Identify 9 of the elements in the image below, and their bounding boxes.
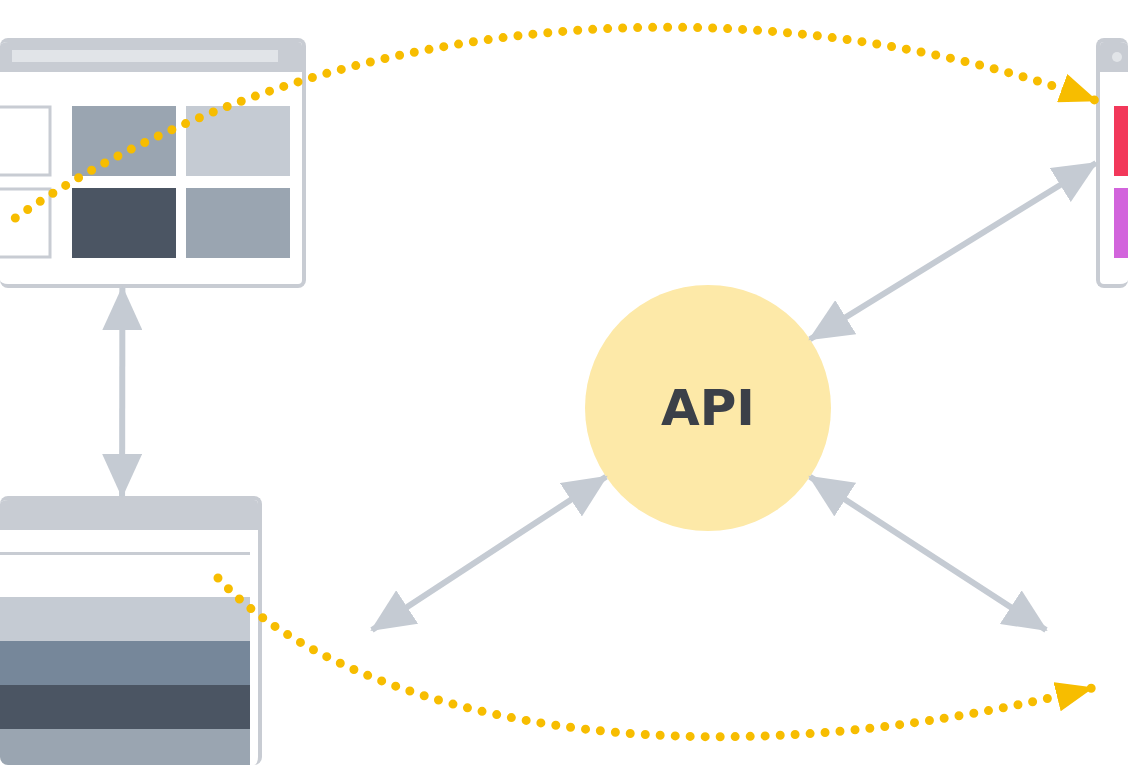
double-arrow	[808, 160, 1098, 342]
browser-window-drawing	[1096, 38, 1128, 288]
double-arrow	[102, 286, 143, 498]
dotted-arrow	[213, 573, 1097, 741]
browser-window-drawing	[0, 496, 262, 765]
browser-window-drawing	[0, 38, 306, 288]
api-label: API	[661, 379, 755, 437]
double-arrow	[370, 474, 608, 633]
double-arrow	[808, 474, 1048, 633]
